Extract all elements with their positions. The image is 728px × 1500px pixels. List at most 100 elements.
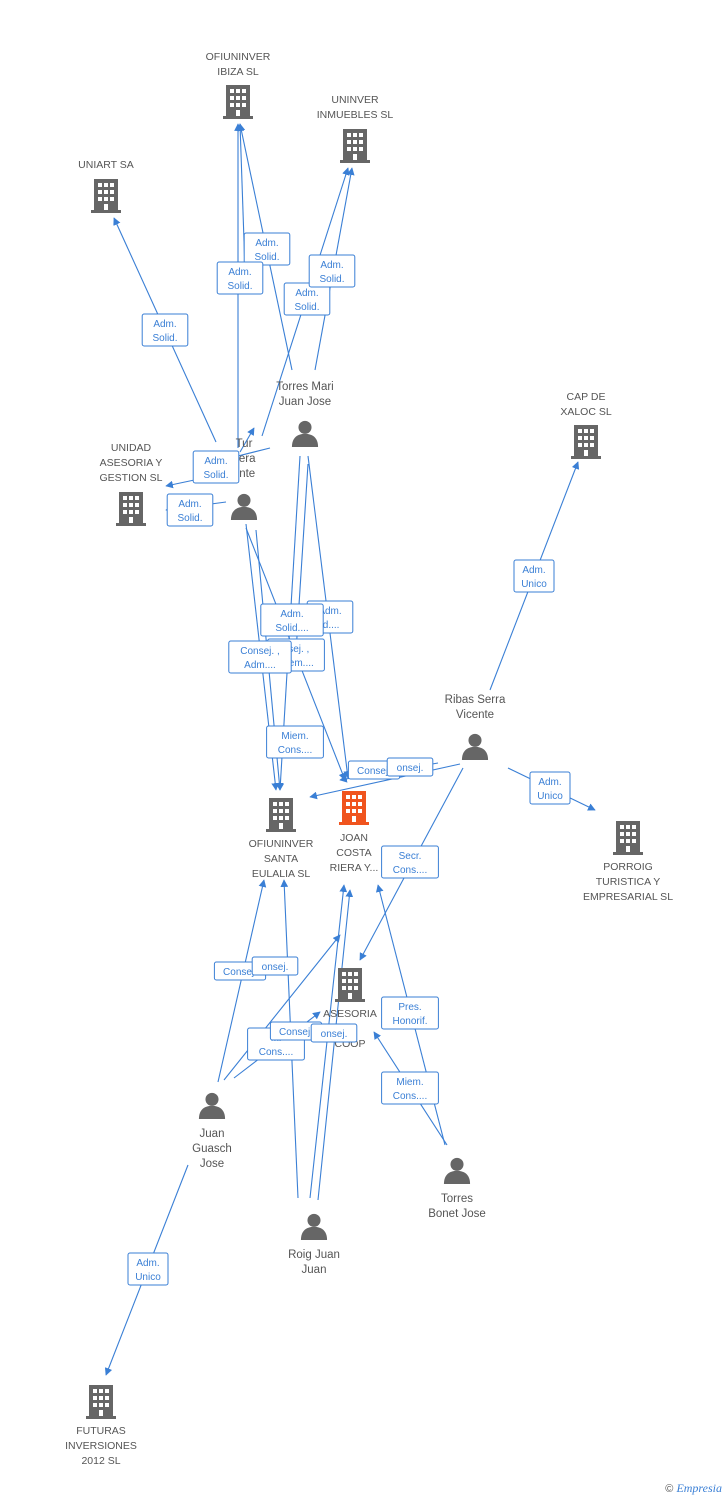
building-icon	[339, 791, 369, 825]
node-label-line: PORROIG	[603, 861, 653, 873]
edge-label-line: Adm.	[280, 609, 303, 620]
node-label-line: UNIART SA	[78, 159, 134, 171]
edge-label-text: Adm.Unico	[135, 1258, 161, 1283]
edge-label-box	[381, 1071, 439, 1105]
edge-label-line: Honorif.	[392, 1016, 427, 1027]
relation-edge	[217, 879, 267, 1083]
edge-label-line: Unico	[537, 791, 563, 802]
company-node-uniart[interactable]: UNIART SA	[78, 159, 134, 213]
edge-label-box	[216, 261, 264, 295]
edge-label-line: Miem.	[281, 731, 308, 742]
edge-label-text: Pres.Honorif.	[392, 1002, 427, 1027]
edge-role-label[interactable]: Adm.Solid.	[192, 450, 240, 484]
edge-label-line: Solid.	[294, 302, 319, 313]
edge-role-label[interactable]: onsej.	[310, 1023, 358, 1043]
edge-role-label[interactable]: Adm.Solid....	[260, 603, 324, 637]
edge-label-text: Miem. Cons....	[278, 731, 312, 756]
node-label-line: Bonet Jose	[428, 1208, 486, 1220]
building-icon	[340, 129, 370, 163]
building-icon	[571, 425, 601, 459]
edge-label-line: Adm.	[136, 1258, 159, 1269]
edge-label-line: onsej.	[397, 763, 424, 774]
edge-label-line: Miem.	[396, 1077, 423, 1088]
node-label: UNIART SA	[78, 159, 134, 171]
edge-label-line: Cons....	[259, 1047, 293, 1058]
edge-label-line: Secr.	[399, 851, 422, 862]
person-icon	[198, 1092, 226, 1119]
edge-label-line: Adm.	[538, 777, 561, 788]
edge-label-box	[192, 450, 240, 484]
edge-label-line: Consej.	[357, 766, 391, 777]
edge-label-text: Consej.	[357, 766, 391, 777]
edge-role-label[interactable]: Adm.Solid.	[283, 282, 331, 316]
edge-role-label[interactable]: Adm.Solid.	[216, 261, 264, 295]
edge-label-text: Adm.Solid.	[254, 238, 279, 263]
edge-label-line: Adm.	[522, 565, 545, 576]
edge-label-box	[228, 640, 292, 674]
edge-label-text: Miem.Cons....	[393, 1077, 427, 1102]
edge-role-label[interactable]: Miem. Cons....	[266, 725, 324, 759]
node-label-line: EMPRESARIAL SL	[583, 891, 673, 903]
edge-role-label[interactable]: onsej.	[251, 956, 299, 976]
edge-label-box	[127, 1252, 169, 1286]
node-label-line: Roig Juan	[288, 1249, 340, 1261]
node-label-line: UNINVER	[331, 94, 379, 106]
edge-role-label[interactable]: Adm.Solid.	[243, 232, 291, 266]
edge-role-label[interactable]: Consej. ,Adm....	[228, 640, 292, 674]
copyright-symbol: ©	[665, 1483, 674, 1495]
edge-label-text: onsej.	[397, 763, 424, 774]
edge-role-label[interactable]: Adm.Solid.	[166, 493, 214, 527]
edge-label-line: Cons....	[278, 745, 312, 756]
edge-role-label[interactable]: Pres.Honorif.	[381, 996, 439, 1030]
edge-role-label[interactable]: Adm. Unico	[513, 559, 555, 593]
person-icon	[461, 733, 489, 760]
building-icon	[266, 798, 296, 832]
edge-role-label[interactable]: Secr.Cons....	[381, 845, 439, 879]
edge-label-line: Unico	[521, 579, 547, 590]
footer-credit[interactable]: © Empresia	[665, 1481, 722, 1496]
edge-role-label[interactable]: Adm.Unico	[127, 1252, 169, 1286]
node-label-line: FUTURAS	[76, 1425, 126, 1437]
edge-role-label[interactable]: onsej.	[386, 757, 434, 777]
node-label-line: UNIDAD	[111, 442, 152, 454]
edge-label-line: Adm.	[318, 606, 341, 617]
node-label-line: RIERA Y...	[330, 862, 379, 874]
node-label-line: IBIZA SL	[217, 66, 259, 78]
node-label-line: INVERSIONES	[65, 1440, 137, 1452]
edge-label-box	[529, 771, 571, 805]
edge-label-box	[141, 313, 189, 347]
building-icon	[613, 821, 643, 855]
edge-label-box	[381, 996, 439, 1030]
edge-role-label[interactable]: Miem.Cons....	[381, 1071, 439, 1105]
edge-labels-layer: Adm.Solid.Adm.Solid.Adm.Solid.Adm.Solid.…	[127, 232, 571, 1286]
edge-label-text: Adm.id....	[318, 606, 341, 631]
edge-label-line: Adm.	[255, 238, 278, 249]
edge-label-text: Adm. Unico	[537, 777, 563, 802]
edge-label-text: Adm.Solid.	[177, 499, 202, 524]
building-icon	[91, 179, 121, 213]
node-label-line: ASESORIA	[323, 1008, 377, 1020]
edge-label-line: Solid.	[203, 470, 228, 481]
edge-role-label[interactable]: Adm. Unico	[529, 771, 571, 805]
edge-role-label[interactable]: Adm.Solid.	[308, 254, 356, 288]
edge-role-label[interactable]: Adm.Solid.	[141, 313, 189, 347]
edge-label-line: Solid.	[319, 274, 344, 285]
